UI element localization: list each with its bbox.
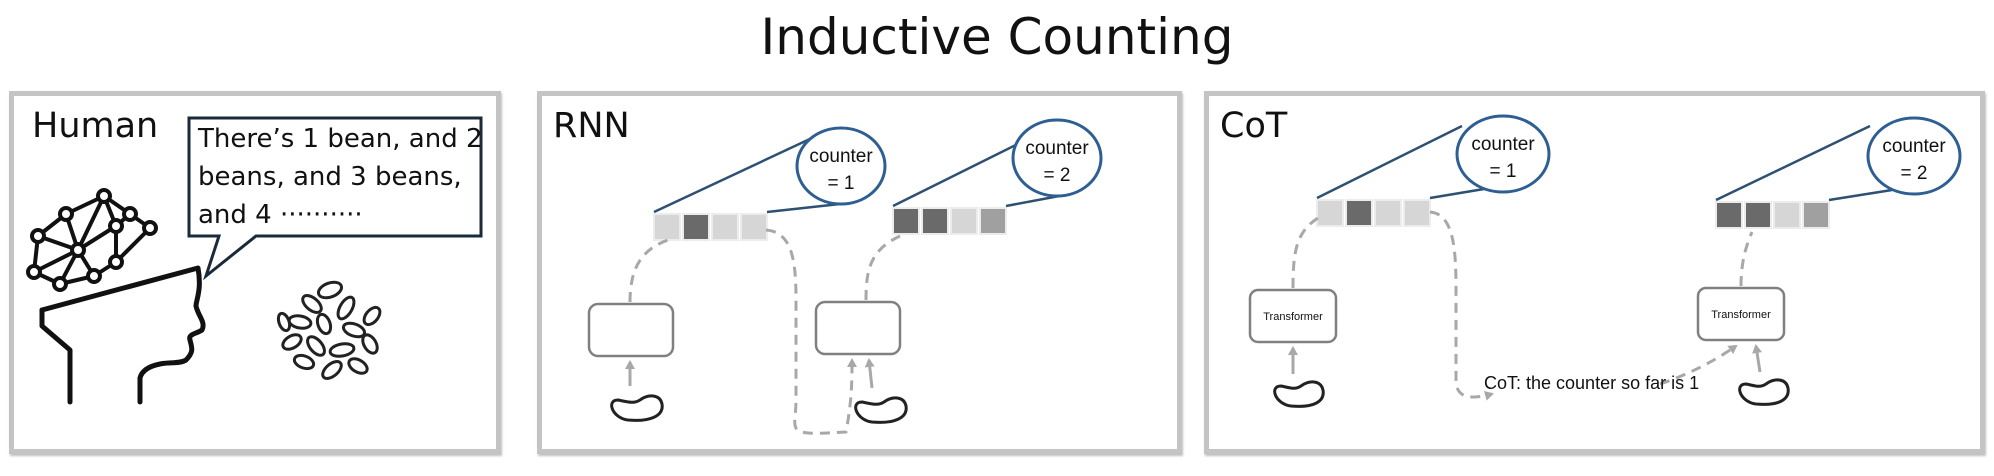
panel-cot bbox=[1204, 91, 1985, 454]
bean-pile-icon bbox=[276, 280, 382, 380]
speech-bubble bbox=[187, 116, 483, 281]
cot-hidden-state-1 bbox=[1316, 199, 1431, 227]
cot-counter-bubble-2 bbox=[1866, 116, 1962, 196]
human-head-icon bbox=[39, 265, 206, 405]
transformer-block-1 bbox=[1248, 288, 1338, 344]
rnn-hidden-state-1 bbox=[653, 213, 768, 241]
bean-icon bbox=[854, 396, 908, 424]
rnn-counter-2-value: = 2 bbox=[1044, 165, 1071, 186]
cot-counter-connectors bbox=[1316, 124, 1893, 202]
cot-hidden-state-2 bbox=[1715, 201, 1830, 229]
rnn-counter-1-label: counter bbox=[809, 146, 873, 167]
rnn-cell-2 bbox=[814, 300, 902, 356]
neural-network-icon bbox=[26, 188, 158, 292]
transformer-2-label: Transformer bbox=[1711, 309, 1771, 321]
transformer-block-2 bbox=[1696, 286, 1786, 342]
cot-counter-bubble-1 bbox=[1455, 114, 1551, 194]
bean-icon bbox=[1273, 380, 1325, 408]
bean-icon bbox=[610, 394, 664, 422]
panel-label-rnn: RNN bbox=[553, 106, 630, 146]
cot-caption: CoT: the counter so far is 1 bbox=[1484, 373, 1699, 393]
rnn-counter-bubble-2 bbox=[1011, 118, 1103, 198]
cot-dashed-arrows bbox=[1291, 210, 1754, 401]
transformer-1-label: Transformer bbox=[1263, 311, 1323, 323]
rnn-counter-2-label: counter bbox=[1025, 138, 1089, 159]
rnn-counter-bubble-1 bbox=[795, 126, 887, 206]
cot-input-arrows bbox=[1288, 344, 1763, 374]
bean-icon bbox=[1738, 378, 1790, 406]
cot-counter-2-label: counter bbox=[1882, 136, 1946, 157]
rnn-dashed-arrows bbox=[628, 228, 901, 435]
figure-title: Inductive Counting bbox=[760, 8, 1234, 66]
cot-counter-2-value: = 2 bbox=[1901, 163, 1928, 184]
panel-label-human: Human bbox=[32, 106, 159, 146]
rnn-hidden-state-2 bbox=[892, 207, 1007, 235]
rnn-input-arrows bbox=[625, 358, 875, 389]
rnn-counter-1-value: = 1 bbox=[828, 173, 855, 194]
cot-counter-1-label: counter bbox=[1471, 134, 1535, 155]
panel-label-cot: CoT bbox=[1220, 106, 1288, 146]
cot-counter-1-value: = 1 bbox=[1490, 161, 1517, 182]
rnn-cell-1 bbox=[587, 302, 675, 358]
speech-text: There’s 1 bean, and 2 beans, and 3 beans… bbox=[198, 124, 483, 230]
